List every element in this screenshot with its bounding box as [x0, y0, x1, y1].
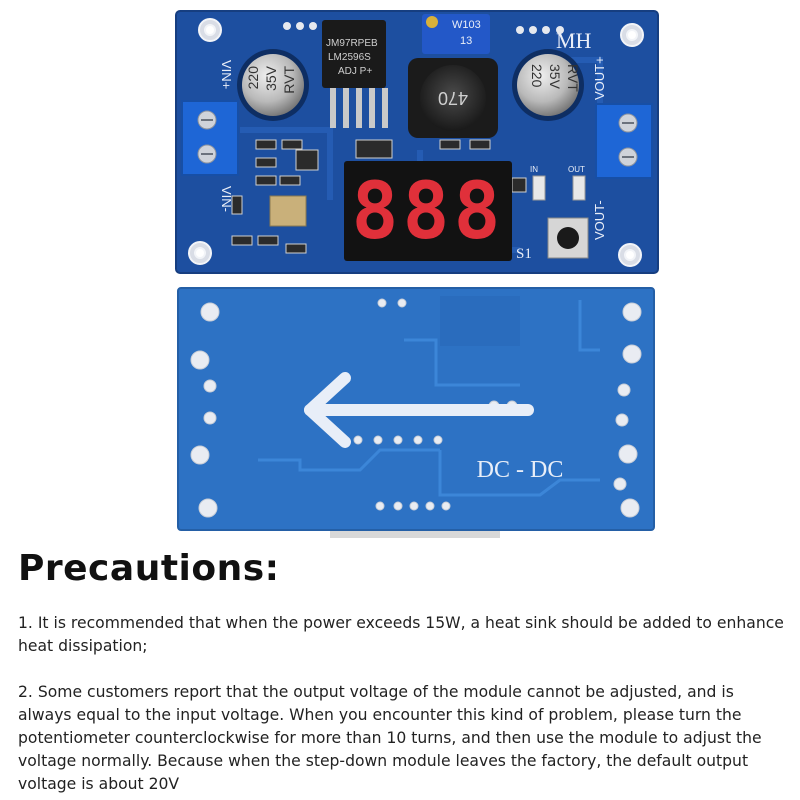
cap-left-voltage: 35V: [263, 65, 279, 91]
input-terminal: [181, 100, 239, 176]
chip-line-3: ADJ P+: [338, 66, 372, 77]
display-digits: 888: [352, 167, 505, 257]
capacitor-left: 220 35V RVT: [237, 49, 309, 121]
cap-left-value: 220: [245, 66, 261, 90]
switch-label: S1: [516, 246, 532, 262]
regulator-chip: JM97RPEB LM2596S ADJ P+: [322, 20, 388, 128]
status-leds: IN OUT: [530, 165, 586, 201]
back-label: DC - DC: [477, 457, 564, 483]
mounting-holes: [188, 18, 644, 267]
output-terminal: [595, 103, 653, 179]
cap-right-series: RVT: [565, 64, 581, 92]
led-in-label: IN: [530, 165, 538, 174]
pot-label: 13: [460, 35, 472, 47]
vin-minus-label: VIN-: [219, 186, 234, 212]
precaution-item-1: 1. It is recommended that when the power…: [18, 614, 784, 655]
led-out-label: OUT: [568, 165, 585, 174]
capacitor-right: 220 35V RVT: [512, 49, 584, 121]
board-back: DC - DC: [177, 287, 655, 538]
cap-right-voltage: 35V: [547, 64, 563, 90]
vin-plus-label: VIN+: [219, 60, 234, 89]
inductor-label: 470: [438, 88, 468, 108]
precaution-item-2: 2. Some customers report that the output…: [18, 683, 762, 793]
cap-left-series: RVT: [281, 66, 297, 94]
arrow-left-icon: [304, 372, 534, 448]
back-holes: [190, 298, 642, 518]
product-photo: 220 35V RVT 220 35V RVT JM97RPEB LM2596S…: [175, 10, 659, 538]
brand-mark: MH: [556, 28, 592, 53]
inductor: 470: [408, 58, 498, 138]
board-front: 220 35V RVT 220 35V RVT JM97RPEB LM2596S…: [175, 10, 659, 274]
vout-plus-label: VOUT+: [592, 56, 607, 100]
via-grid: [440, 296, 520, 346]
cap-right-value: 220: [529, 64, 545, 88]
seven-segment-display: 888: [344, 161, 512, 261]
precautions-heading: Precautions:: [18, 548, 280, 589]
vout-minus-label: VOUT-: [592, 200, 607, 240]
chip-line-2: LM2596S: [328, 52, 371, 63]
push-switch: S1: [516, 217, 589, 262]
smd-components: [231, 139, 527, 254]
pot-top-label: W103: [452, 19, 481, 31]
chip-line-1: JM97RPEB: [326, 38, 378, 49]
potentiometer: W103 13: [422, 14, 490, 54]
